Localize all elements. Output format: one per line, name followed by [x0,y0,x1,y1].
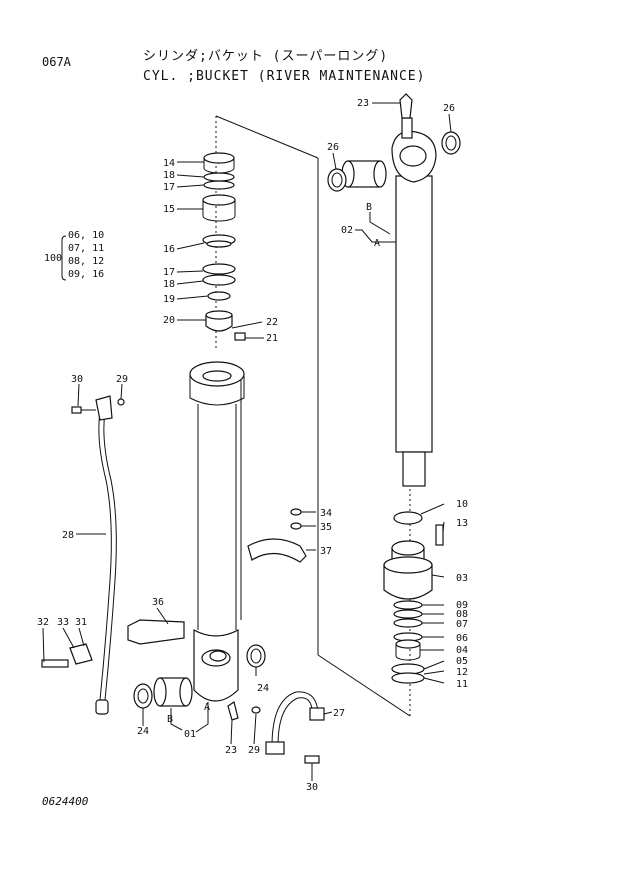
callout-12: 12 [456,667,468,678]
page-code: 067A [42,55,71,69]
callout-26: 26 [443,103,455,114]
kit-row-3: 08, 12 [68,256,104,267]
piston-assembly [383,511,444,684]
cylinder-tube [189,361,245,702]
callout-26: 26 [327,142,339,153]
callout-35: 35 [320,522,332,533]
callout-34: 34 [320,508,332,519]
title-english: CYL. ;BUCKET (RIVER MAINTENANCE) [143,69,426,84]
callout-24: 24 [257,683,269,694]
callout-b: B [167,714,173,725]
callout-16: 16 [163,244,175,255]
callout-15: 15 [163,204,175,215]
callout-17: 17 [163,182,175,193]
callout-a: A [204,702,210,713]
callout-05: 05 [456,656,468,667]
kit-number: 100 [44,253,62,264]
callout-29: 29 [248,745,260,756]
callout-11: 11 [456,679,468,690]
callout-03: 03 [456,573,468,584]
callout-31: 31 [75,617,87,628]
callout-labels: 14 18 17 15 16 17 18 19 20 22 21 23 26 2… [37,98,468,793]
callout-29: 29 [116,374,128,385]
bottom-pin-parts [133,644,325,764]
kit-row-4: 09, 16 [68,269,104,280]
kit-row-1: 06, 10 [68,230,104,241]
callout-30: 30 [71,374,83,385]
callout-06: 06 [456,633,468,644]
leader-lines [42,102,452,781]
callout-13: 13 [456,518,468,529]
callout-04: 04 [456,645,468,656]
callout-b: B [366,202,372,213]
callout-37: 37 [320,546,332,557]
callout-24: 24 [137,726,149,737]
gland-seal-stack [202,152,246,341]
callout-23: 23 [357,98,369,109]
callout-22: 22 [266,317,278,328]
callout-20: 20 [163,315,175,326]
callout-27: 27 [333,708,345,719]
callout-33: 33 [57,617,69,628]
lube-pipe-left [71,395,125,715]
callout-19: 19 [163,294,175,305]
callout-23: 23 [225,745,237,756]
callout-01: 01 [184,729,196,740]
callout-17: 17 [163,267,175,278]
drawing-number: 0624400 [42,795,89,808]
callout-09: 09 [456,600,468,611]
callout-10: 10 [456,499,468,510]
callout-02: 02 [341,225,353,236]
callout-30: 30 [306,782,318,793]
callout-18: 18 [163,279,175,290]
callout-28: 28 [62,530,74,541]
kit-row-2: 07, 11 [68,243,104,254]
callout-21: 21 [266,333,278,344]
callout-32: 32 [37,617,49,628]
callout-18: 18 [163,170,175,181]
callout-14: 14 [163,158,175,169]
clamp-brackets [41,508,307,668]
alignment-lines [215,115,411,717]
title-japanese: シリンダ;バケット (スーパーロング) [143,49,389,64]
callout-36: 36 [152,597,164,608]
piston-rod [327,93,461,487]
callout-07: 07 [456,619,468,630]
callout-a: A [374,238,380,249]
callout-08: 08 [456,609,468,620]
